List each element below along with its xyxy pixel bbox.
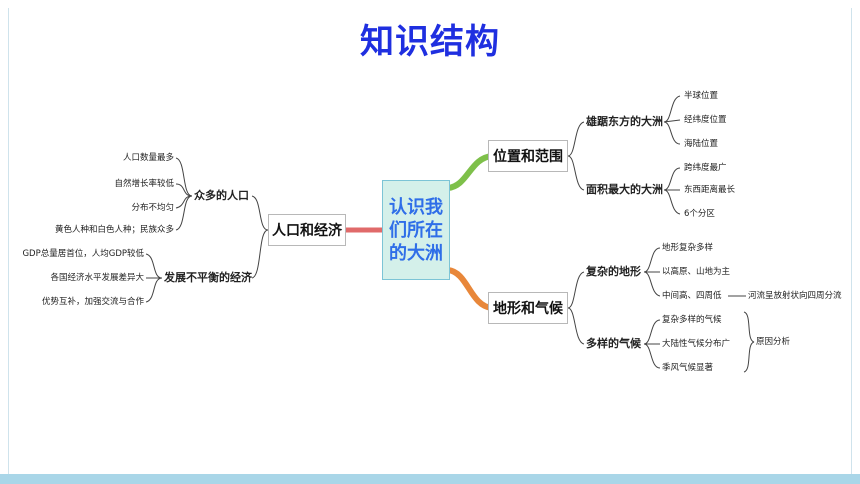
leaf-item: 优势互补，加强交流与合作 <box>41 297 144 307</box>
page-title: 知识结构 <box>360 22 500 62</box>
center-topic: 认识我们所在的大洲 <box>382 180 450 280</box>
branch-location-connector <box>445 153 495 191</box>
leaf-item: 东西距离最长 <box>684 185 736 195</box>
leaf-item: 跨纬度最广 <box>684 163 727 173</box>
branch-terrain-connector <box>445 267 495 311</box>
slide-frame <box>8 8 852 476</box>
leaf-item: 6个分区 <box>684 209 715 219</box>
leaf-item: 以高原、山地为主 <box>662 267 731 277</box>
leaf-item: 各国经济水平发展差异大 <box>50 273 144 283</box>
sub-uneven-economy: 发展不平衡的经济 <box>164 271 252 284</box>
leaf-item: GDP总量居首位，人均GDP较低 <box>22 249 144 259</box>
leaf-item: 黄色人种和白色人种；民族众多 <box>54 225 174 235</box>
sub-diverse-climate: 多样的气候 <box>586 337 641 350</box>
sub-complex-terrain: 复杂的地形 <box>586 265 641 278</box>
leaf-item: 地形复杂多样 <box>662 243 714 253</box>
branch-location: 位置和范围 <box>488 140 568 172</box>
leaf-item: 经纬度位置 <box>684 115 727 125</box>
leaf-note-rivers: 河流呈放射状向四周分流 <box>748 291 842 301</box>
leaf-item: 海陆位置 <box>684 139 719 149</box>
leaf-item: 自然增长率较低 <box>114 179 174 189</box>
leaf-item: 复杂多样的气候 <box>662 315 722 325</box>
sub-largest-continent: 面积最大的大洲 <box>586 183 663 196</box>
sub-eastern-continent: 雄踞东方的大洲 <box>586 115 663 128</box>
leaf-item: 季风气候显著 <box>662 363 714 373</box>
center-topic-label: 认识我们所在的大洲 <box>389 196 443 264</box>
branch-population: 人口和经济 <box>268 214 346 246</box>
sub-large-population: 众多的人口 <box>194 189 249 202</box>
branch-terrain: 地形和气候 <box>488 292 568 324</box>
leaf-item: 人口数量最多 <box>122 153 174 163</box>
bottom-bar <box>0 474 860 484</box>
leaf-item: 中间高、四周低 <box>662 291 722 301</box>
leaf-item: 半球位置 <box>684 91 719 101</box>
leaf-item: 大陆性气候分布广 <box>662 339 731 349</box>
leaf-item: 分布不均匀 <box>131 203 174 213</box>
leaf-note-cause: 原因分析 <box>756 337 791 347</box>
